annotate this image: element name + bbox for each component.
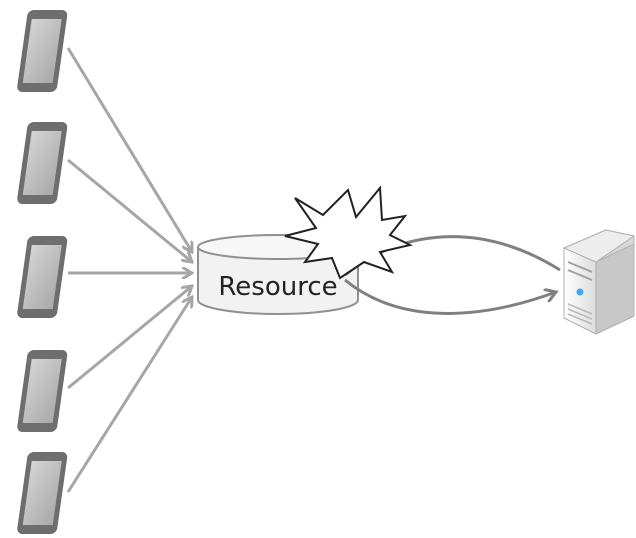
phone-icon xyxy=(17,122,68,204)
client-arrows xyxy=(66,47,192,493)
server-led-icon xyxy=(576,288,584,296)
phone-icon xyxy=(17,452,68,534)
phone-icon xyxy=(17,10,68,92)
phone-icon xyxy=(17,350,68,432)
link-resource-to-server xyxy=(344,278,556,315)
phone-icon xyxy=(17,236,68,318)
arrow-phone-4 xyxy=(67,286,192,390)
server-tower-icon xyxy=(562,229,636,335)
explosion-burst-icon xyxy=(284,185,413,280)
arrow-phone-1 xyxy=(66,47,192,252)
arrow-phone-2 xyxy=(67,158,192,262)
resource-label: Resource xyxy=(218,272,337,302)
arrow-phone-5 xyxy=(66,297,192,493)
